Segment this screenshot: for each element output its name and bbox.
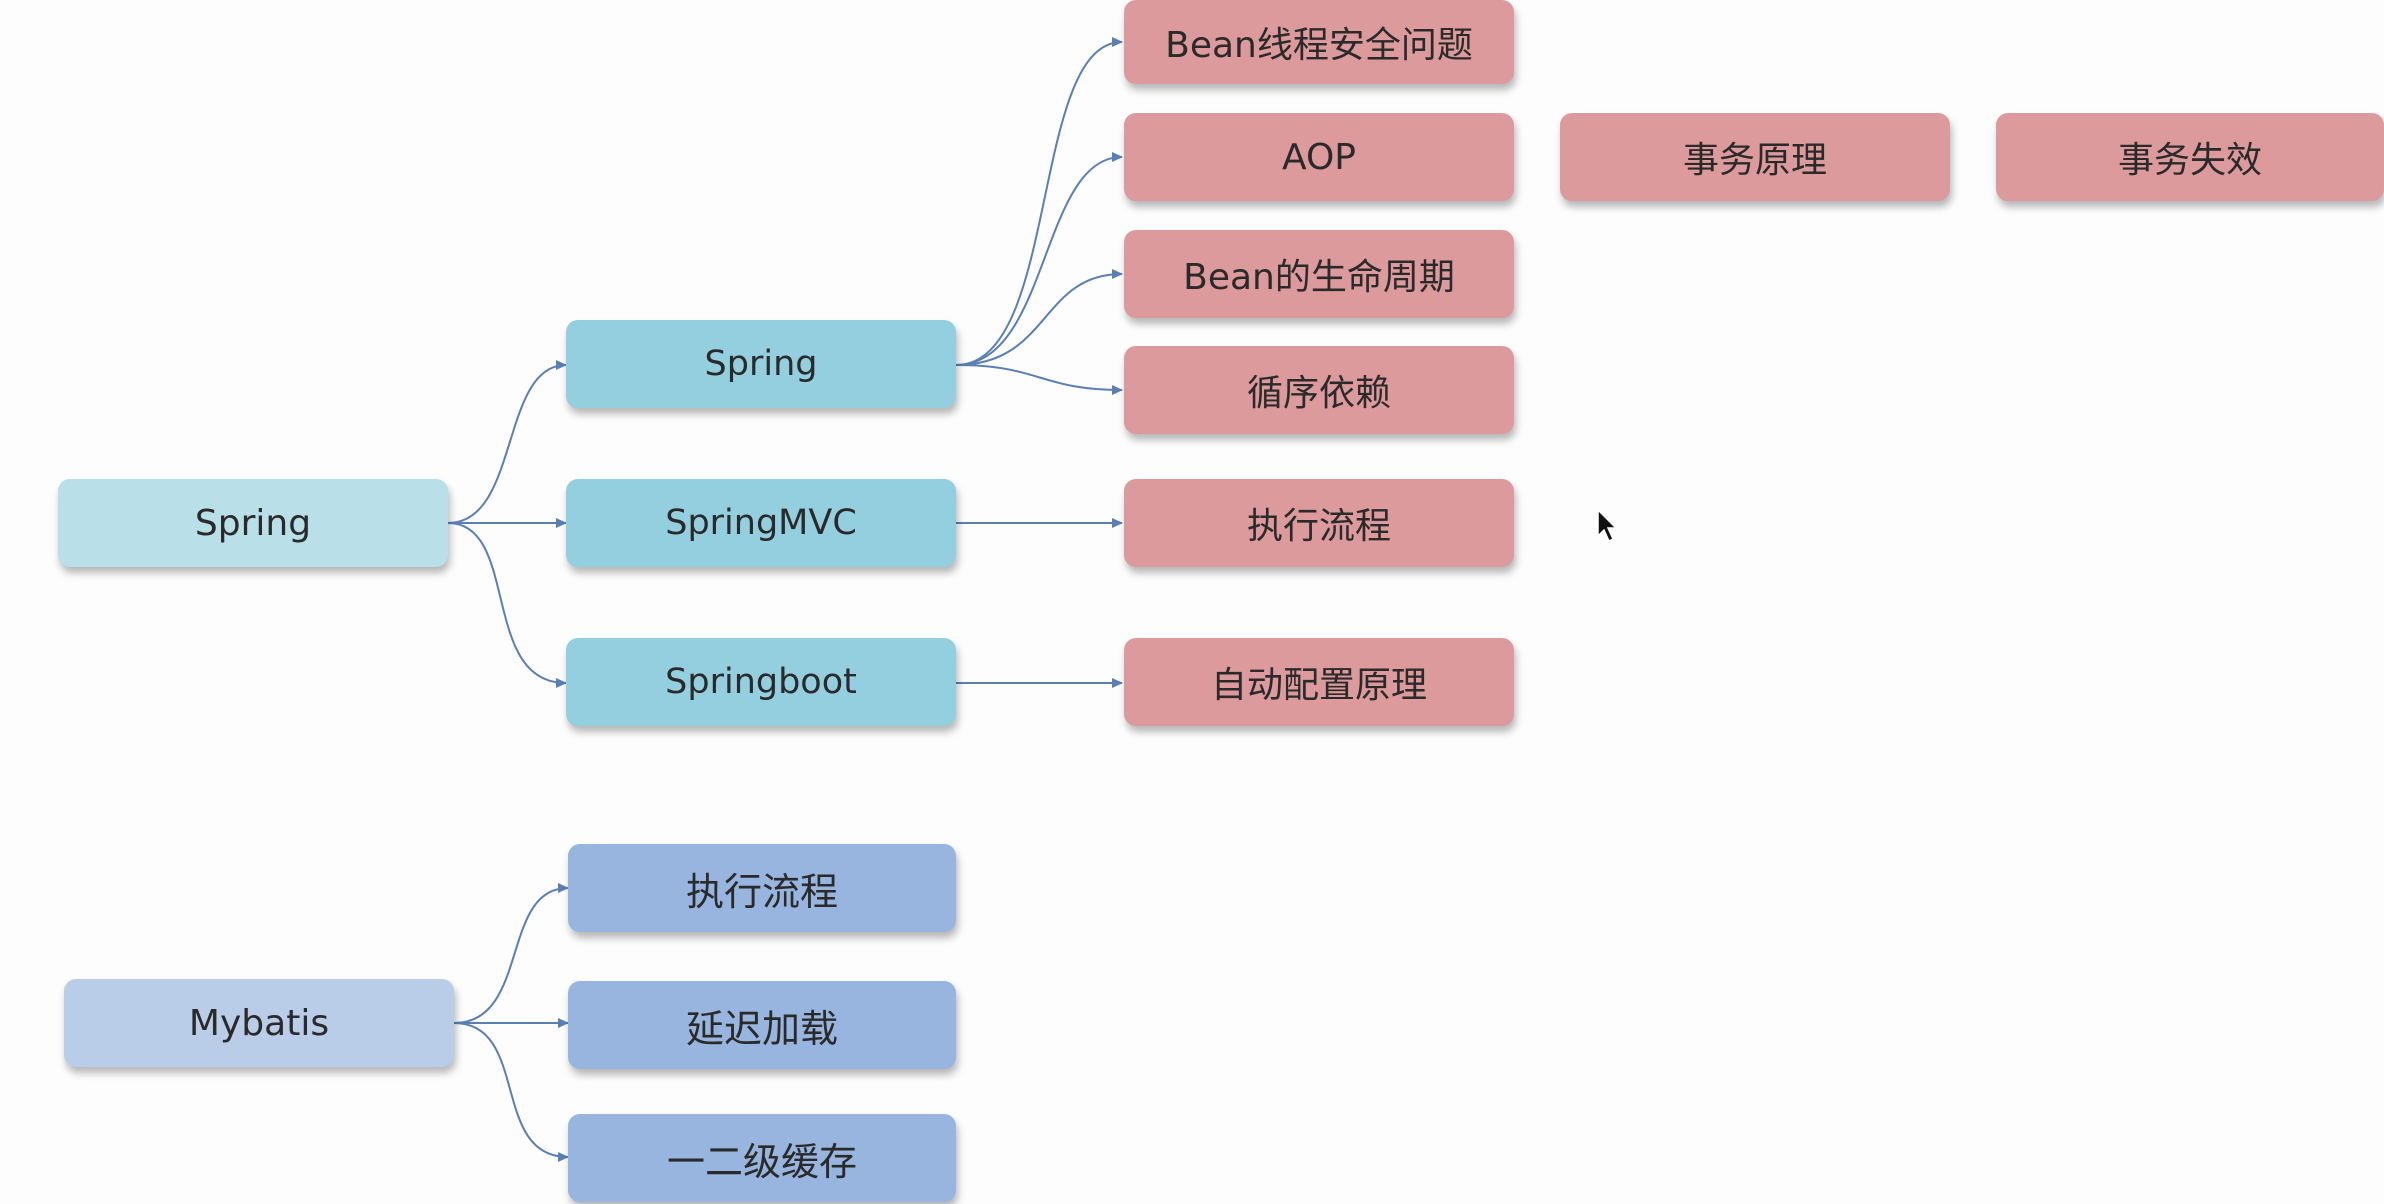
springboot-label: Springboot — [665, 662, 857, 702]
bean-thread-safety-label: Bean线程安全问题 — [1165, 25, 1473, 66]
mouse-pointer-icon — [1597, 508, 1618, 543]
mybatis-root-label: Mybatis — [188, 1002, 330, 1044]
spring-root-label: Spring — [194, 502, 312, 544]
bean-lifecycle-label: Bean的生命周期 — [1183, 257, 1455, 298]
link-spring-root-to-springboot — [447, 522, 567, 688]
auto-config-label: 自动配置原理 — [1210, 665, 1427, 706]
circular-dependency-label: 循序依赖 — [1246, 373, 1391, 414]
lazy-loading-label: 延迟加载 — [685, 1006, 838, 1051]
transaction-failure-node[interactable]: 事务失效 — [1996, 113, 2384, 201]
transaction-principle-node[interactable]: 事务原理 — [1560, 113, 1950, 201]
springmvc-execution-flow-node[interactable]: 执行流程 — [1124, 479, 1514, 567]
cache-node[interactable]: 一二级缓存 — [568, 1114, 956, 1202]
springboot-node[interactable]: Springboot — [566, 638, 956, 726]
link-spring-to-lifecycle — [955, 269, 1123, 366]
circular-dependency-node[interactable]: 循序依赖 — [1124, 346, 1514, 434]
link-spring-to-aop — [955, 152, 1123, 366]
mybatis-root-node[interactable]: Mybatis — [64, 979, 454, 1067]
aop-node[interactable]: AOP — [1124, 113, 1514, 201]
auto-config-node[interactable]: 自动配置原理 — [1124, 638, 1514, 726]
link-mybatis-to-cache — [453, 1022, 569, 1162]
link-spring-to-circular — [955, 364, 1123, 395]
spring-root-node[interactable]: Spring — [58, 479, 448, 567]
transaction-principle-label: 事务原理 — [1682, 140, 1827, 181]
link-mybatis-to-flow — [453, 883, 569, 1024]
bean-thread-safety-node[interactable]: Bean线程安全问题 — [1124, 0, 1514, 84]
spring-label: Spring — [704, 344, 818, 384]
lazy-loading-node[interactable]: 延迟加载 — [568, 981, 956, 1069]
link-spring-root-to-spring — [447, 360, 567, 524]
aop-label: AOP — [1281, 136, 1357, 178]
springmvc-label: SpringMVC — [665, 503, 857, 543]
transaction-failure-label: 事务失效 — [2117, 140, 2262, 181]
link-spring-to-bean-thread — [955, 37, 1123, 366]
springmvc-node[interactable]: SpringMVC — [566, 479, 956, 567]
spring-node[interactable]: Spring — [566, 320, 956, 408]
mybatis-execution-flow-label: 执行流程 — [685, 869, 838, 914]
springmvc-execution-flow-label: 执行流程 — [1246, 506, 1391, 547]
bean-lifecycle-node[interactable]: Bean的生命周期 — [1124, 230, 1514, 318]
mybatis-execution-flow-node[interactable]: 执行流程 — [568, 844, 956, 932]
cache-label: 一二级缓存 — [666, 1139, 857, 1184]
